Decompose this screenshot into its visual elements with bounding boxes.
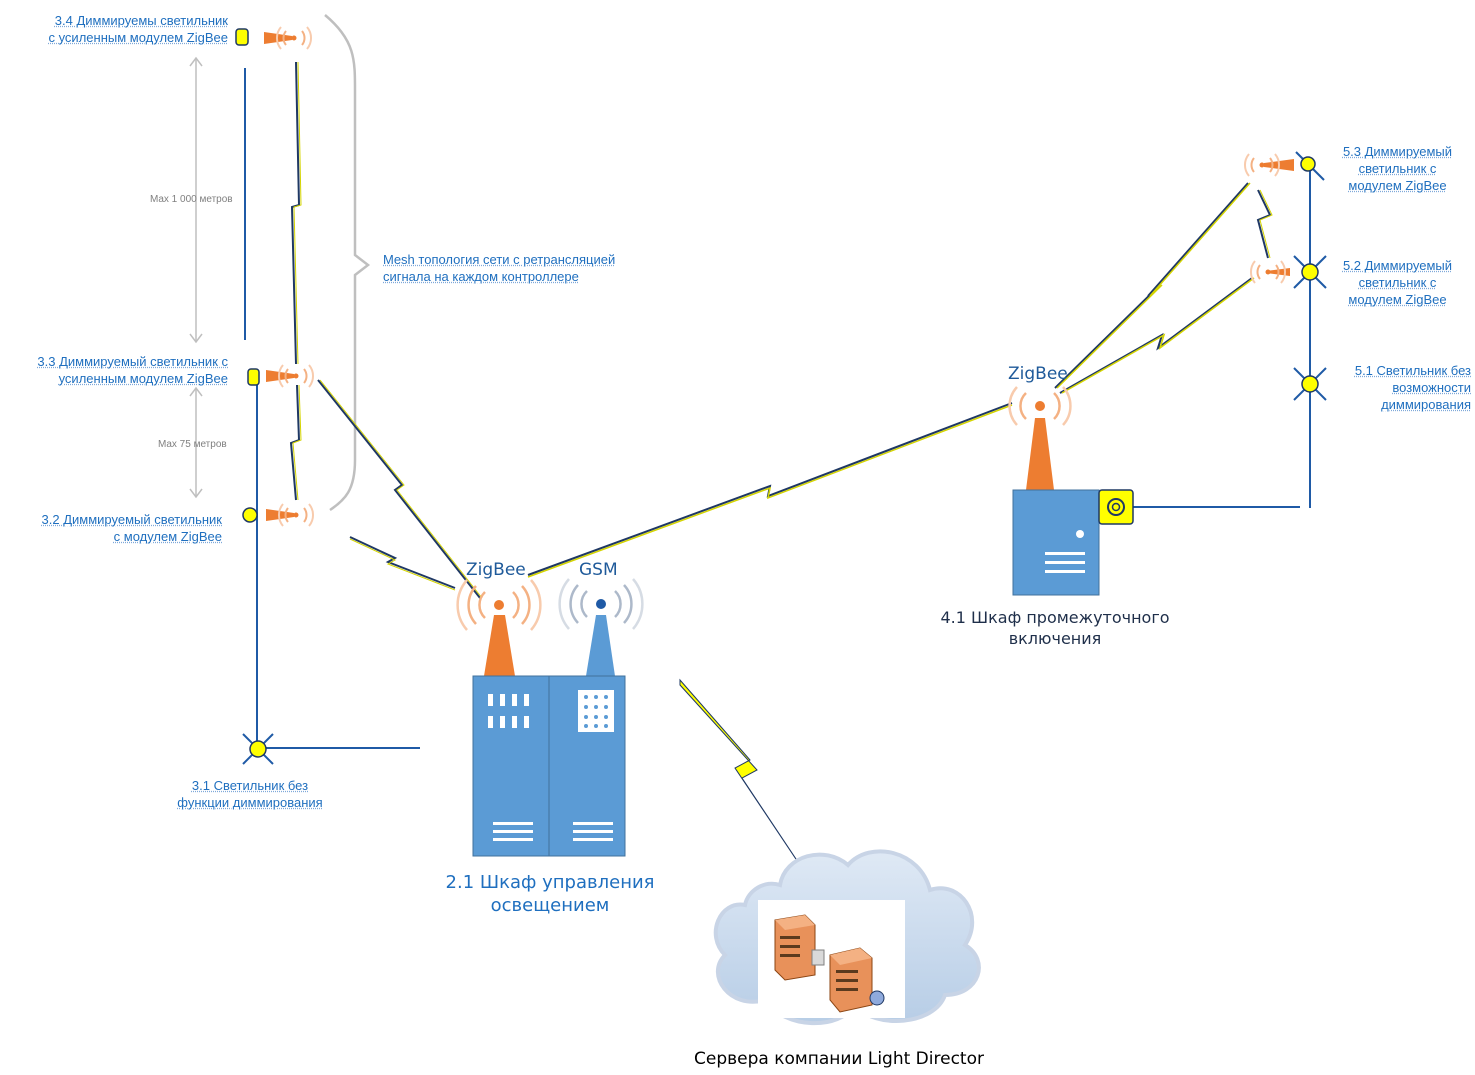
servers-label: Сервера компании Light Director	[694, 1049, 984, 1069]
label-line: 2.1 Шкаф управления	[445, 872, 655, 893]
label-line: освещением	[490, 895, 610, 916]
label-line: модулем ZigBee	[1348, 178, 1447, 193]
remote-zigbee-label: ZigBee	[1008, 364, 1068, 384]
gsm-antenna-icon	[558, 578, 644, 676]
label-line: 3.3 Диммируемый светильник с	[37, 354, 228, 369]
lamp-3-1[interactable]	[242, 733, 274, 765]
mesh-brace	[324, 14, 371, 512]
label-line: с модулем ZigBee	[113, 529, 222, 544]
label-lamp-5-2: 5.2 Диммируемый светильник с модулем Zig…	[1325, 257, 1470, 308]
distance-label-75: Max 75 метров	[158, 439, 227, 450]
left-feeder-lines	[244, 68, 420, 749]
cloud-icon	[713, 849, 981, 1026]
distance-label-1000: Max 1 000 метров	[150, 194, 233, 205]
lamp-5-2[interactable]	[1293, 255, 1327, 289]
label-line: 4.1 Шкаф промежуточного	[940, 608, 1170, 627]
lamp-5-1[interactable]	[1293, 367, 1327, 401]
gsm-label: GSM	[579, 560, 618, 580]
label-lamp-3-4: 3.4 Диммируемы светильник с усиленным мо…	[10, 12, 228, 46]
lamp-3-2[interactable]	[242, 507, 258, 523]
remote-zigbee-antenna-icon	[1008, 386, 1072, 490]
main-cabinet-label: 2.1 Шкаф управления освещением	[420, 871, 680, 917]
cabinet-switch-icon[interactable]	[1098, 489, 1134, 525]
label-line: светильник с	[1358, 161, 1437, 176]
label-line: 5.3 Диммируемый	[1342, 144, 1453, 159]
label-line: усиленным модулем ZigBee	[58, 371, 228, 386]
label-line: возможности	[1392, 380, 1471, 395]
lamp-5-3[interactable]	[1295, 151, 1325, 181]
server-rack-icon	[774, 914, 885, 1013]
zigbee-module-3-3	[266, 364, 315, 388]
label-lamp-3-3: 3.3 Диммируемый светильник с усиленным м…	[5, 353, 228, 387]
label-line: сигнала на каждом контроллере	[383, 269, 579, 284]
intermediate-cabinet[interactable]	[1008, 386, 1134, 596]
label-lamp-5-3: 5.3 Диммируемый светильник с модулем Zig…	[1325, 143, 1470, 194]
label-line: светильник с	[1358, 275, 1437, 290]
gsm-cloud-link	[679, 678, 821, 896]
main-zigbee-antenna-icon	[456, 579, 542, 676]
main-cabinet[interactable]	[456, 578, 644, 857]
label-line: 5.2 Диммируемый	[1342, 258, 1453, 273]
right-feeder-lines	[1130, 165, 1311, 508]
label-line: с усиленным модулем ZigBee	[48, 30, 228, 45]
label-line: включения	[1008, 629, 1102, 648]
label-lamp-5-1: 5.1 Светильник без возможности диммирова…	[1320, 362, 1471, 413]
label-lamp-3-2: 3.2 Диммируемый светильник с модулем Zig…	[5, 511, 222, 545]
lamp-3-3[interactable]	[247, 368, 260, 386]
link-main-to-remote	[527, 402, 1013, 578]
distance-arrows	[189, 56, 203, 499]
label-line: 3.1 Светильник без	[191, 778, 309, 793]
zigbee-module-5-2	[1249, 260, 1290, 284]
zigbee-module-3-2	[266, 503, 315, 527]
label-line: диммирования	[1381, 397, 1471, 412]
label-mesh-topology: Mesh топология сети с ретрансляцией сигн…	[383, 251, 615, 285]
label-lamp-3-1: 3.1 Светильник без функции диммирования	[160, 777, 340, 811]
links-to-main-zigbee	[317, 379, 483, 599]
links-remote-to-right	[1054, 182, 1273, 394]
label-line: 3.4 Диммируемы светильник	[54, 13, 228, 28]
main-zigbee-label: ZigBee	[466, 560, 526, 580]
zigbee-module-3-4	[264, 26, 313, 50]
lamp-3-4[interactable]	[235, 28, 249, 46]
intermediate-cabinet-label: 4.1 Шкаф промежуточного включения	[930, 607, 1180, 649]
zigbee-module-5-3	[1243, 153, 1294, 177]
label-line: функции диммирования	[177, 795, 323, 810]
mesh-links-left	[289, 61, 302, 501]
label-line: модулем ZigBee	[1348, 292, 1447, 307]
label-line: Mesh топология сети с ретрансляцией	[383, 252, 616, 267]
label-line: 3.2 Диммируемый светильник	[41, 512, 222, 527]
label-line: 5.1 Светильник без	[1354, 363, 1471, 378]
